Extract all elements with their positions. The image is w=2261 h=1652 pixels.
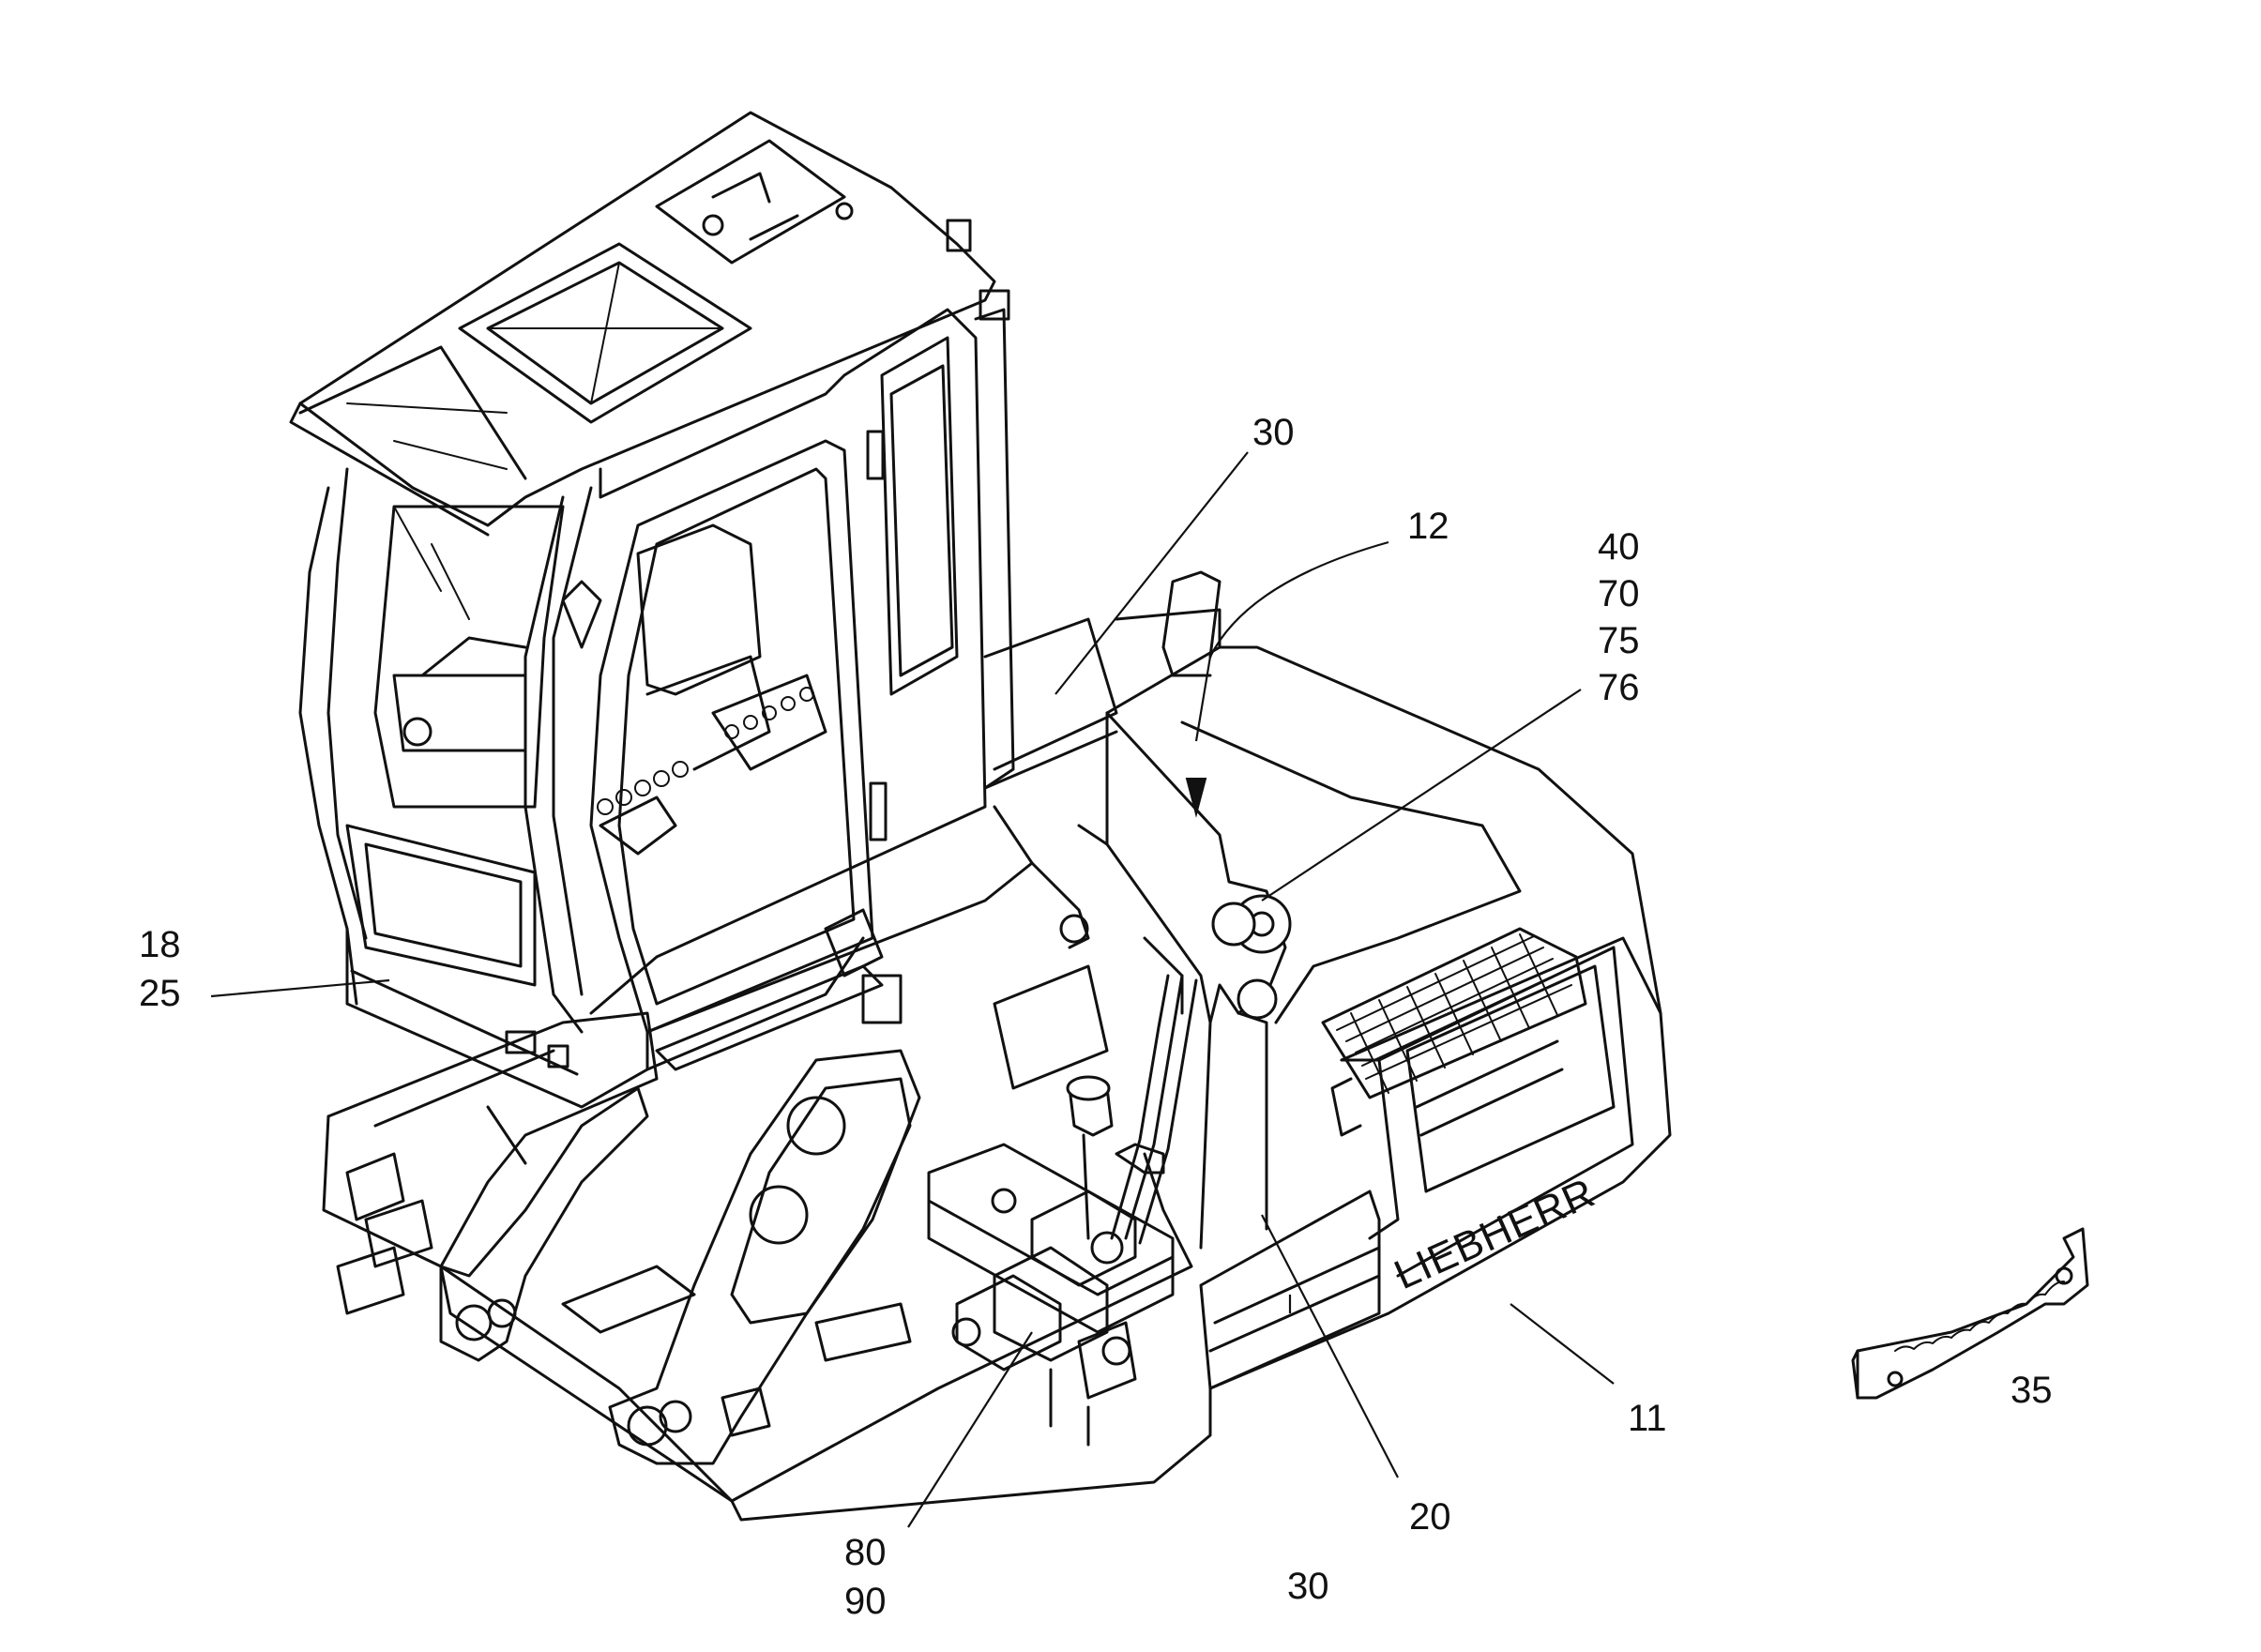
callout-labels: 30 12 40 70 75 76 18 25 11 35 20 30 80 9… (139, 412, 2053, 1622)
leader-40 (1261, 689, 1582, 902)
callout-18: 18 (139, 924, 181, 965)
cab (289, 111, 1015, 1109)
part-35-toothed-bracket (1851, 1227, 2089, 1400)
callout-80: 80 (844, 1532, 887, 1573)
callout-76: 76 (1598, 667, 1640, 708)
callout-25: 25 (139, 973, 181, 1014)
callout-75: 75 (1598, 620, 1640, 661)
callout-20: 20 (1409, 1496, 1451, 1538)
callout-12: 12 (1407, 506, 1449, 547)
leader-lines (210, 451, 1615, 1528)
callout-11: 11 (1628, 1398, 1667, 1439)
deck (645, 617, 1118, 1090)
arrow-12-head (1185, 778, 1207, 818)
callout-90: 90 (844, 1581, 887, 1622)
leader-18 (210, 978, 390, 998)
leader-12 (1194, 540, 1389, 742)
leader-80 (907, 1331, 1033, 1528)
callout-35: 35 (2011, 1370, 2053, 1411)
boom-mount-brackets (439, 1049, 921, 1465)
boom-column (1030, 711, 1292, 1250)
liebherr-brand-text: LIEBHERR (1388, 1170, 1601, 1299)
callout-30-bottom: 30 (1287, 1566, 1329, 1607)
engine-housing (1105, 570, 1672, 1390)
valve-block (927, 974, 1198, 1447)
leader-30-top (1055, 451, 1249, 695)
callout-40: 40 (1598, 526, 1640, 568)
callout-30-top: 30 (1252, 412, 1295, 453)
leader-11 (1510, 1303, 1615, 1385)
leader-20 (1261, 1214, 1399, 1478)
callout-70: 70 (1598, 573, 1640, 614)
